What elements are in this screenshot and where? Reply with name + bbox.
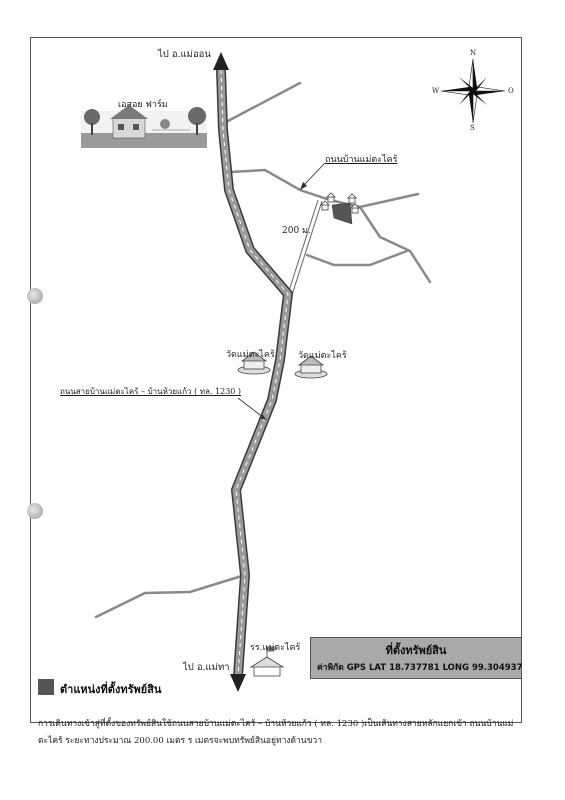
label-village-road: ถนนบ้านแม่ตะไคร้: [325, 155, 398, 165]
label-farm: เอสอย ฟาร์ม: [118, 100, 168, 110]
gps-coordinates: ค่าพิกัด GPS LAT 18.737781 LONG 99.30493…: [317, 663, 523, 673]
compass-rose: [440, 58, 506, 124]
label-to-mae-tha: ไป อ.แม่ทา: [183, 662, 230, 673]
side-road-sw: [94, 573, 247, 619]
gps-box-title: ที่ตั้งทรัพย์สิน: [385, 644, 447, 657]
binder-hole-2: [27, 503, 43, 519]
label-temple-2: วัดแม่ตะไคร้: [298, 351, 347, 361]
side-road-east: [358, 205, 432, 284]
label-school: รร.แม่ตะไคร้: [250, 643, 301, 653]
label-main-road: ถนนสายบ้านแม่ตะไคร้ – บ้านห้วยแก้ว ( ทล.…: [60, 387, 242, 396]
route-description: การเดินทางเข้าสู่ที่ตั้งของทรัพย์สินใช้ถ…: [38, 719, 514, 746]
label-temple-1: วัดแม่ตะไคร้: [226, 350, 275, 360]
farm-illustration: [81, 105, 207, 148]
temple-icon-1: [237, 351, 271, 375]
gps-info-box: ที่ตั้งทรัพย์สิน ค่าพิกัด GPS LAT 18.737…: [310, 637, 523, 679]
north-arrow-head: [213, 52, 229, 70]
compass-west-label: W: [432, 87, 440, 95]
side-road-nw: [224, 81, 302, 124]
map-frame: [30, 37, 522, 723]
legend-swatch: [38, 679, 54, 695]
house-icons: [320, 192, 360, 214]
legend-label: ตำแหน่งที่ตั้งทรัพย์สิน: [60, 683, 162, 696]
side-road-village: [228, 168, 420, 209]
property-parcel: [331, 202, 353, 225]
side-road-loop: [305, 249, 409, 267]
compass-north-label: N: [470, 49, 477, 57]
compass-south-label: S: [470, 124, 475, 132]
label-distance: 200 ม.: [282, 226, 311, 236]
compass-east-label: O: [508, 87, 514, 95]
south-arrow-head: [230, 674, 246, 692]
temple-icon-2: [294, 355, 328, 379]
binder-hole-1: [27, 288, 43, 304]
label-to-mae-on: ไป อ.แม่ออน: [158, 49, 211, 60]
school-icon: [249, 646, 285, 677]
